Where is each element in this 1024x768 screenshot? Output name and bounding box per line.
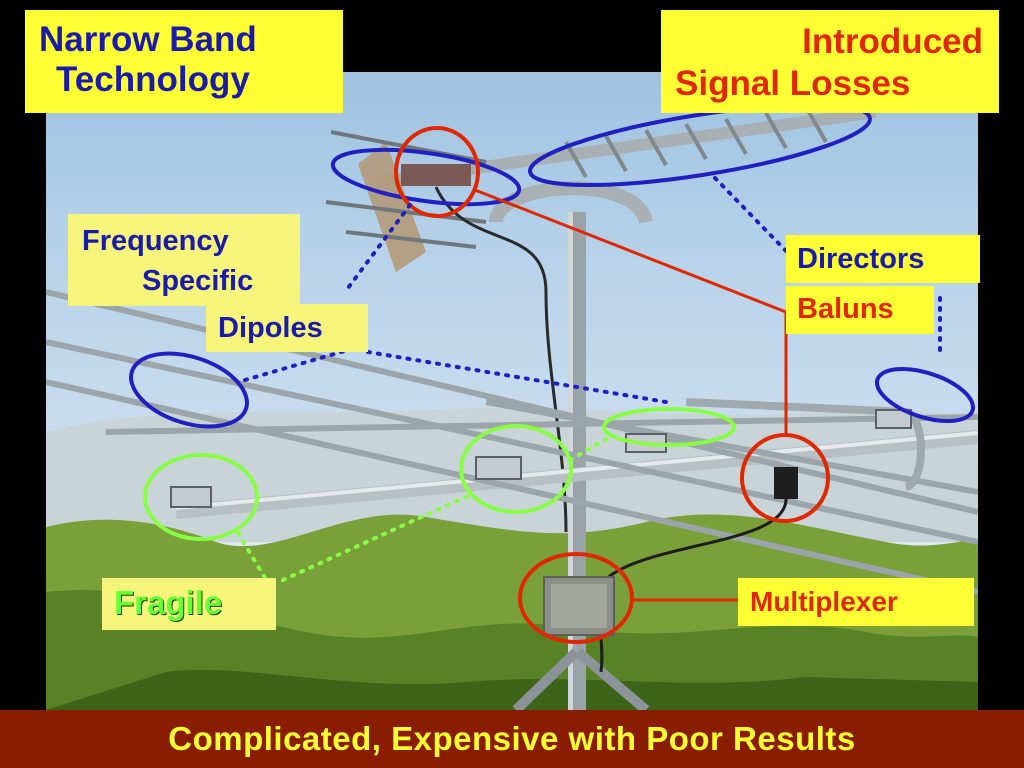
left-dipole-ellipse (129, 351, 249, 429)
introduced-line1: Introduced (802, 22, 983, 61)
directors-label: Directors (786, 235, 980, 283)
directors-ellipse (528, 102, 872, 188)
baluns-text: Baluns (797, 293, 894, 325)
multiplexer-circle (518, 552, 634, 644)
antenna-scene (46, 106, 978, 710)
top-dipole-ellipse (330, 147, 522, 207)
dipoles-label: Dipoles (206, 304, 368, 352)
baluns-label: Baluns (786, 286, 934, 334)
right-director-ellipse (874, 366, 976, 424)
lower-balun-circle (740, 433, 830, 523)
introduced-losses-label: Introduced Signal Losses (661, 10, 999, 113)
dipoles-text: Dipoles (218, 312, 323, 344)
fragile-text: Fragile (114, 584, 223, 621)
narrow-band-line1: Narrow Band (39, 20, 257, 59)
frequency-specific-label: Frequency Specific (68, 214, 300, 306)
top-balun-circle (394, 126, 480, 218)
narrow-band-label: Narrow Band Technology (25, 10, 343, 113)
lower-yagi-elements (46, 289, 978, 595)
caption-bar (0, 710, 1024, 768)
frequency-line1: Frequency (82, 225, 229, 257)
fragile-ellipse-right (602, 407, 736, 447)
narrow-band-line2: Technology (56, 60, 250, 99)
fragile-label: Fragile (102, 578, 276, 630)
multiplexer-text: Multiplexer (750, 586, 898, 617)
directors-text: Directors (797, 243, 925, 275)
introduced-line2: Signal Losses (675, 64, 911, 103)
fragile-ellipse-left (143, 453, 259, 541)
frequency-line2: Specific (142, 265, 254, 297)
lower-yagi-boom (175, 430, 978, 519)
fragile-ellipse-center (459, 424, 573, 514)
bottom-caption: Complicated, Expensive with Poor Results (168, 720, 856, 757)
multiplexer-label: Multiplexer (738, 578, 974, 626)
